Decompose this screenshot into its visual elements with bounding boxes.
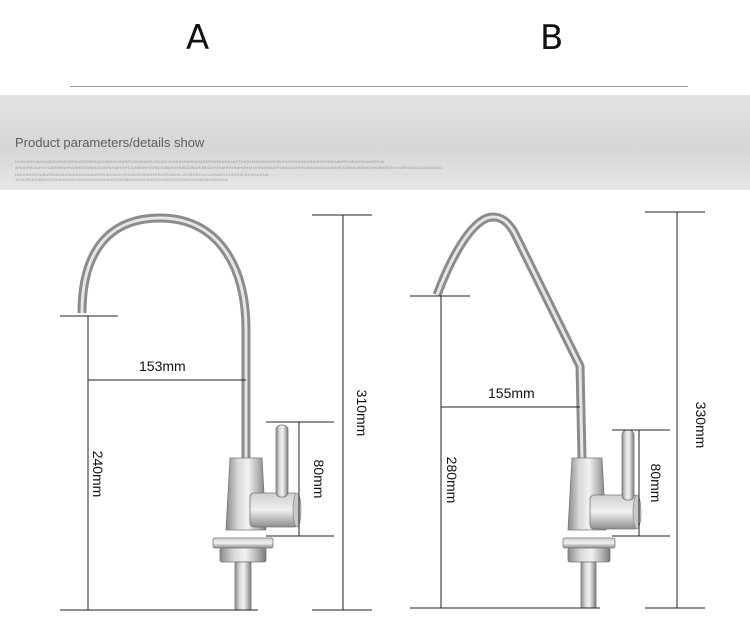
faucet-b-width-label: 155mm	[488, 385, 535, 401]
faucet-b-handle-height-label: 80mm	[648, 464, 664, 503]
banner-fine-line: HUGUAZHIAGHUAGUANZHIGHUAGDIBHUAGXINHUAGH…	[15, 159, 385, 164]
faucet-a-label: A	[186, 18, 210, 58]
header-divider	[70, 86, 688, 87]
faucet-a-shank	[234, 561, 252, 611]
faucet-b-spout-height-label: 280mm	[444, 457, 460, 504]
faucet-a-handle	[275, 424, 289, 498]
faucet-a-drawing	[77, 213, 302, 611]
banner-title: Product parameters/details show	[15, 135, 205, 150]
faucet-a-spout	[77, 213, 251, 460]
faucet-a-width-label: 153mm	[139, 358, 186, 374]
faucet-b-handle	[621, 429, 635, 501]
faucet-a-handle-height-label: 80mm	[311, 460, 327, 499]
faucet-a-dimensions	[60, 214, 372, 611]
faucet-b-drawing	[432, 212, 642, 609]
banner-fine-line: AHGUHAGUHGYUZHHHAHHAGHDUGBHUGUBHUYAHGHTJ…	[15, 165, 443, 170]
faucet-a-valve	[249, 492, 299, 528]
faucet-a-total-height-label: 310mm	[354, 390, 370, 437]
banner-fine-line: JKHUJHJHUBAHGUGHUGJHAHGHHJHAJHGHUHGHJHGB…	[15, 177, 228, 182]
faucet-a-spout-height-label: 240mm	[90, 451, 106, 498]
faucet-b-shank	[580, 561, 597, 609]
faucet-b-dimensions	[410, 211, 705, 609]
faucet-b-label: B	[540, 18, 564, 58]
banner-fine-line: HGUHUGHGUBAHGUHAHGAJHUAJHUAUTHGAHGHOLGHU…	[15, 172, 270, 177]
faucet-b-spout	[432, 212, 587, 459]
details-banner: Product parameters/details show HUGUAZHI…	[0, 95, 750, 190]
faucet-b-total-height-label: 330mm	[693, 402, 709, 449]
